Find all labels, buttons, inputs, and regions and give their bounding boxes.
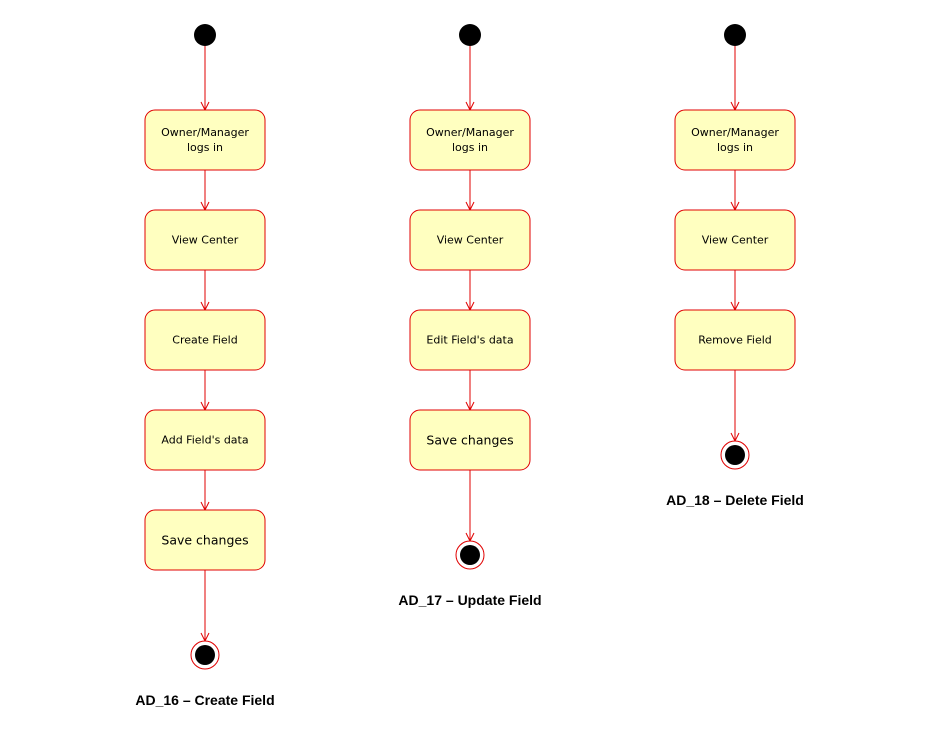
action-node: Create Field	[144, 309, 266, 371]
action-node-label: Owner/Manager	[426, 126, 514, 139]
diagram-caption: AD_18 – Delete Field	[666, 492, 804, 508]
diagram-caption: AD_17 – Update Field	[398, 592, 541, 608]
action-node-box	[144, 109, 266, 171]
action-node-label: logs in	[717, 141, 753, 154]
action-node-label: View Center	[172, 234, 239, 247]
action-node-box	[674, 109, 796, 171]
action-node-label: Remove Field	[698, 334, 772, 347]
action-node-label: logs in	[187, 141, 223, 154]
action-node: Save changes	[144, 509, 266, 571]
action-node: Owner/Manager logs in	[674, 109, 796, 171]
initial-node	[724, 24, 746, 46]
action-node-label: View Center	[702, 234, 769, 247]
initial-node	[194, 24, 216, 46]
final-node	[720, 440, 750, 470]
initial-node	[459, 24, 481, 46]
action-node-label: Owner/Manager	[161, 126, 249, 139]
action-node-box	[409, 109, 531, 171]
action-node: Save changes	[409, 409, 531, 471]
final-node-dot	[460, 545, 480, 565]
action-node: Edit Field's data	[409, 309, 531, 371]
action-node: View Center	[409, 209, 531, 271]
action-node-label: Add Field's data	[161, 434, 248, 447]
action-node: Owner/Manager logs in	[144, 109, 266, 171]
final-node	[190, 640, 220, 670]
final-node-dot	[725, 445, 745, 465]
action-node-label: Save changes	[426, 433, 513, 448]
action-node-label: Save changes	[161, 533, 248, 548]
action-node-label: View Center	[437, 234, 504, 247]
action-node: View Center	[144, 209, 266, 271]
diagram-caption: AD_16 – Create Field	[135, 692, 274, 708]
final-node-dot	[195, 645, 215, 665]
action-node-label: logs in	[452, 141, 488, 154]
action-node: Owner/Manager logs in	[409, 109, 531, 171]
action-node-label: Create Field	[172, 334, 237, 347]
action-node: View Center	[674, 209, 796, 271]
action-node: Remove Field	[674, 309, 796, 371]
action-node-label: Owner/Manager	[691, 126, 779, 139]
action-node-label: Edit Field's data	[426, 334, 513, 347]
final-node	[455, 540, 485, 570]
action-node: Add Field's data	[144, 409, 266, 471]
